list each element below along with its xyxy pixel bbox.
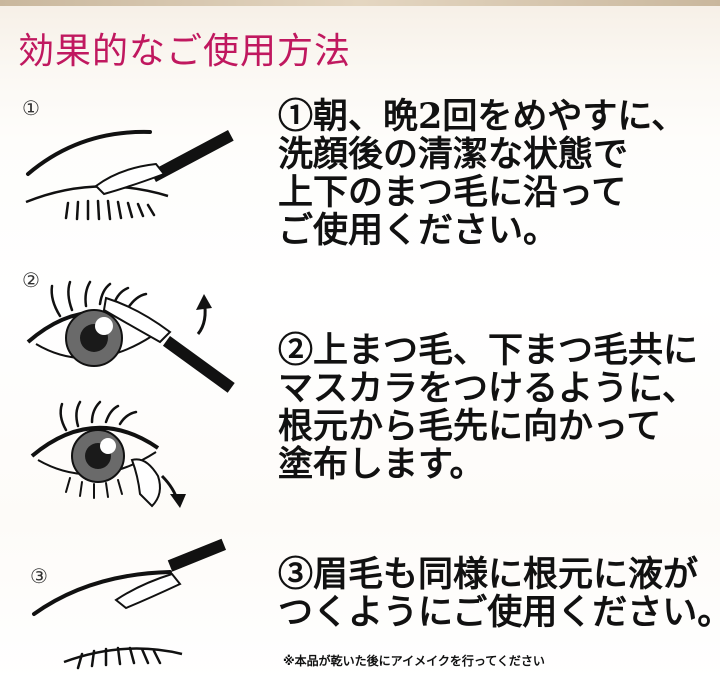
- curved-arrow-icon: [196, 294, 212, 310]
- step-2-text: ②上まつ毛、下まつ毛共に マスカラをつけるように、 根元から毛先に向かって 塗布…: [278, 330, 699, 485]
- open-eye-icon: [26, 280, 158, 367]
- open-eyes-with-applicator-icon: [26, 280, 235, 508]
- eyebrow-with-applicator-icon: [32, 538, 227, 670]
- step-3-text: ③眉毛も同様に根元に液が つくようにご使用ください。: [278, 554, 720, 633]
- top-border: [0, 0, 720, 6]
- closed-eye-with-applicator-icon: [25, 129, 234, 221]
- step-2-marker: ②: [22, 268, 40, 292]
- step-1-marker: ①: [22, 96, 40, 120]
- page-title: 効果的なご使用方法: [18, 31, 352, 72]
- usage-note: ※本品が乾いた後にアイメイクを行ってください: [283, 654, 545, 668]
- step-1-text: ①朝、晩2回をめやすに、 洗顔後の清潔な状態で 上下のまつ毛に沿って ご使用くだ…: [278, 96, 687, 251]
- applicator-brush-icon: [94, 130, 234, 196]
- eyebrow-icon: [32, 570, 172, 616]
- step-3-marker: ③: [30, 564, 48, 588]
